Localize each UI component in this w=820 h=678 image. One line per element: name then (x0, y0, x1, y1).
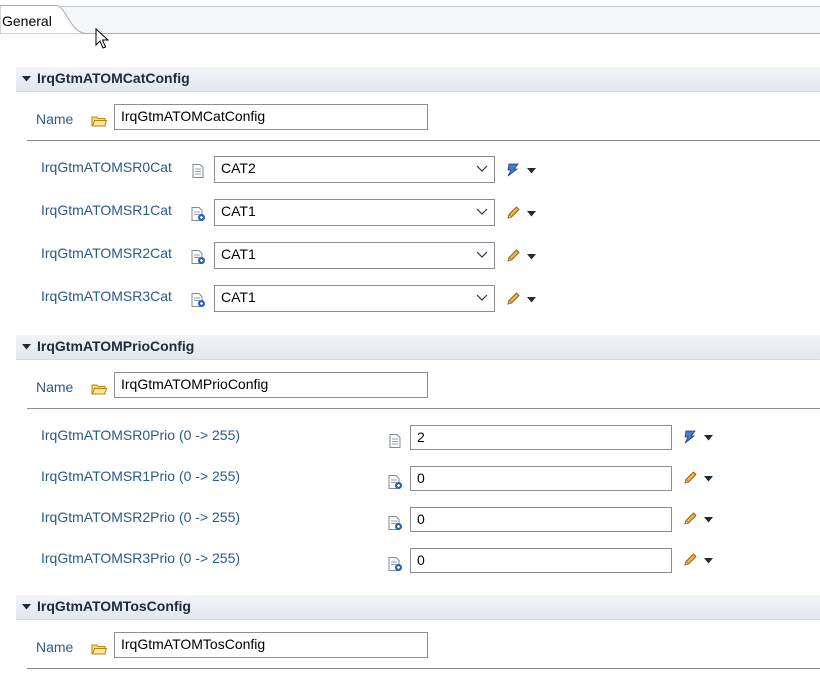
category-select[interactable]: CAT2 (214, 156, 495, 183)
select-value: CAT2 (221, 160, 256, 176)
divider (27, 408, 820, 409)
name-label: Name (36, 639, 74, 655)
name-field[interactable]: IrqGtmATOMCatConfig (114, 104, 428, 130)
name-label: Name (36, 111, 74, 127)
field-label: IrqGtmATOMSR3Cat (41, 288, 172, 304)
section-title: IrqGtmATOMTosConfig (37, 598, 191, 614)
folder-icon (91, 381, 107, 397)
select-value: CAT1 (221, 289, 256, 305)
pencil-icon[interactable] (682, 470, 698, 486)
section-title: IrqGtmATOMCatConfig (37, 70, 190, 86)
chevron-down-icon (476, 208, 488, 216)
tab-bar-divider (0, 33, 820, 34)
user-defined-value-icon (190, 206, 206, 222)
select-value: CAT1 (221, 246, 256, 262)
field-label: IrqGtmATOMSR2Prio (0 -> 255) (41, 509, 241, 525)
user-defined-value-icon (190, 249, 206, 265)
calculate-default-icon[interactable] (682, 429, 698, 445)
dropdown-arrow-icon[interactable] (704, 476, 713, 482)
pencil-icon[interactable] (682, 511, 698, 527)
priority-input[interactable]: 0 (410, 466, 672, 491)
folder-icon (91, 641, 107, 657)
priority-input[interactable]: 2 (410, 425, 672, 450)
user-defined-value-icon (387, 556, 403, 572)
default-value-icon (190, 163, 206, 179)
field-label: IrqGtmATOMSR0Prio (0 -> 255) (41, 427, 241, 443)
expanded-triangle-icon[interactable] (22, 76, 31, 82)
pencil-icon[interactable] (682, 552, 698, 568)
field-label: IrqGtmATOMSR2Cat (41, 245, 172, 261)
dropdown-arrow-icon[interactable] (527, 211, 536, 217)
field-label: IrqGtmATOMSR3Prio (0 -> 255) (41, 550, 241, 566)
dropdown-arrow-icon[interactable] (527, 168, 536, 174)
tab-bar: General (0, 0, 820, 34)
tab-general[interactable]: General (0, 5, 86, 34)
section-header-prio-config[interactable]: IrqGtmATOMPrioConfig (16, 335, 820, 360)
dropdown-arrow-icon[interactable] (527, 297, 536, 303)
chevron-down-icon (476, 294, 488, 302)
category-select[interactable]: CAT1 (214, 199, 495, 226)
pencil-icon[interactable] (505, 248, 521, 264)
chevron-down-icon (476, 251, 488, 259)
pencil-icon[interactable] (505, 291, 521, 307)
folder-icon (91, 113, 107, 129)
dropdown-arrow-icon[interactable] (704, 435, 713, 441)
mouse-cursor-icon (95, 27, 110, 53)
category-select[interactable]: CAT1 (214, 242, 495, 269)
field-label: IrqGtmATOMSR1Cat (41, 202, 172, 218)
divider (27, 668, 820, 669)
divider (27, 140, 820, 141)
name-field[interactable]: IrqGtmATOMPrioConfig (114, 372, 428, 398)
expanded-triangle-icon[interactable] (22, 604, 31, 610)
calculate-default-icon[interactable] (505, 162, 521, 178)
field-label: IrqGtmATOMSR1Prio (0 -> 255) (41, 468, 241, 484)
expanded-triangle-icon[interactable] (22, 344, 31, 350)
name-field[interactable]: IrqGtmATOMTosConfig (114, 632, 428, 658)
select-value: CAT1 (221, 203, 256, 219)
user-defined-value-icon (190, 292, 206, 308)
name-label: Name (36, 379, 74, 395)
user-defined-value-icon (387, 474, 403, 490)
category-select[interactable]: CAT1 (214, 285, 495, 312)
tab-bar-background (60, 6, 820, 34)
priority-input[interactable]: 0 (410, 507, 672, 532)
chevron-down-icon (476, 165, 488, 173)
section-title: IrqGtmATOMPrioConfig (37, 338, 195, 354)
user-defined-value-icon (387, 515, 403, 531)
tab-general-label: General (2, 13, 52, 29)
default-value-icon (387, 433, 403, 449)
dropdown-arrow-icon[interactable] (704, 517, 713, 523)
priority-input[interactable]: 0 (410, 548, 672, 573)
pencil-icon[interactable] (505, 205, 521, 221)
dropdown-arrow-icon[interactable] (704, 558, 713, 564)
section-header-cat-config[interactable]: IrqGtmATOMCatConfig (16, 67, 820, 92)
section-header-tos-config[interactable]: IrqGtmATOMTosConfig (16, 595, 820, 620)
dropdown-arrow-icon[interactable] (527, 254, 536, 260)
field-label: IrqGtmATOMSR0Cat (41, 159, 172, 175)
